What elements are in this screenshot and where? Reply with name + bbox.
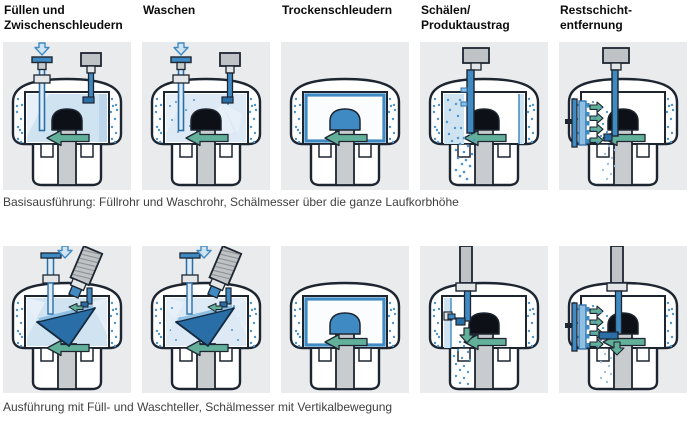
product-discharge-dots [599, 352, 613, 384]
wash-pipe-icon [80, 52, 102, 104]
annulus-dots [15, 97, 119, 144]
tilted-drive-motor-icon [68, 246, 104, 299]
rotation-arrow-icon [463, 129, 507, 147]
vertical-motion-arrow-icon [609, 341, 625, 356]
column-header-waschen: Waschen [143, 3, 279, 18]
rotation-arrow-icon [463, 333, 507, 351]
feed-down-arrow-icon [196, 246, 212, 259]
annulus-dots [154, 301, 258, 348]
header-line: Schälen/ [421, 3, 471, 17]
annulus-dots [293, 97, 397, 144]
fill-pipe-icon [170, 56, 192, 132]
residue-nozzle-bar-icon [565, 302, 590, 352]
row-caption-basisausfuehrung: Basisausführung: Füllrohr und Waschrohr,… [3, 195, 459, 209]
fill-pipe-icon [31, 56, 53, 132]
centrifuge-diagram-basisausfuehrung-restschicht [559, 42, 687, 190]
rotation-arrow-icon [46, 129, 90, 147]
teller-pipe [179, 252, 201, 315]
teller-sprays [27, 300, 107, 336]
centrifuge-diagram-teller-restschicht [559, 246, 687, 393]
teller-pipe [40, 252, 62, 315]
product-discharge-dots [601, 144, 617, 181]
peeler-knife-icon [598, 290, 623, 340]
header-line: Restschicht- [560, 3, 633, 17]
rotation-arrow-icon [185, 129, 229, 147]
rotation-arrow-icon [185, 339, 229, 357]
tilted-drive-motor-icon [207, 246, 243, 299]
peeler-knife-icon [460, 69, 475, 134]
layer-right-thin [518, 94, 524, 144]
header-line: Trockenschleudern [282, 3, 393, 17]
column-header-fuellen: Füllen und Zwischenschleudern [4, 3, 140, 33]
rotation-arrow-icon [324, 333, 368, 351]
centrifuge-diagram-teller-schaelen [420, 246, 548, 393]
centrifuge-diagram-basisausfuehrung-waschen [142, 42, 270, 190]
centrifuge-diagram-teller-trockenschleudern [281, 246, 409, 393]
annulus-dots [15, 301, 119, 348]
distribution-arrow-icon [207, 303, 223, 313]
wall-bracket [443, 311, 456, 321]
product-discharge-dots [454, 132, 476, 181]
residue-nozzle-bar-icon [565, 98, 590, 148]
header-line: Waschen [143, 3, 196, 17]
column-header-restschicht: Restschicht- entfernung [560, 3, 695, 33]
layer-left-thin [444, 298, 452, 348]
scraper-box-p4 [462, 47, 490, 71]
fill-plate-cone-icon [36, 305, 96, 347]
scraper-box-p5 [602, 47, 630, 71]
row-caption-teller: Ausführung mit Füll- und Waschteller, Sc… [3, 400, 393, 414]
rod-long-p5 [606, 246, 628, 292]
feed-down-arrow-icon [34, 42, 50, 56]
rotation-arrow-icon [46, 339, 90, 357]
peeler-knife-icon [455, 290, 472, 326]
feed-down-arrow-icon [173, 42, 189, 56]
centrifuge-diagram-basisausfuehrung-fuellen [3, 42, 131, 190]
centrifuge-diagram-teller-waschen [142, 246, 270, 393]
spray-jet-arrows-icon [589, 100, 609, 146]
header-line: Füllen und [4, 3, 65, 17]
teller-wash-stub [219, 287, 232, 308]
layer-left-dots [444, 94, 464, 144]
teller-sprays [166, 300, 246, 336]
distribution-arrow-icon [68, 303, 84, 313]
header-line: Zwischenschleudern [4, 18, 123, 32]
annulus-dots [154, 97, 258, 144]
centrifuge-diagram-teller-fuellen [3, 246, 131, 393]
centrifuge-diagram-basisausfuehrung-schaelen [420, 42, 548, 190]
teller-wash-stub [80, 287, 93, 308]
rod-blue [603, 69, 619, 142]
annulus-dots [432, 301, 536, 348]
product-discharge-dots [452, 336, 472, 386]
feed-down-arrow-icon [57, 246, 73, 259]
centrifuge-diagram-basisausfuehrung-trockenschleudern [281, 42, 409, 190]
wash-pipe-icon [219, 52, 241, 104]
vertical-motion-arrow-icon [459, 327, 475, 344]
rotation-arrow-icon [324, 129, 368, 147]
fill-plate-cone-icon [175, 305, 235, 347]
header-line: entfernung [560, 18, 623, 32]
column-header-schaelen: Schälen/ Produktaustrag [421, 3, 557, 33]
column-header-trockenschleudern: Trockenschleudern [282, 3, 418, 18]
annulus-dots [293, 301, 397, 348]
annulus-dots [432, 97, 536, 144]
header-line: Produktaustrag [421, 18, 510, 32]
spray-jet-arrows-icon [589, 304, 609, 350]
